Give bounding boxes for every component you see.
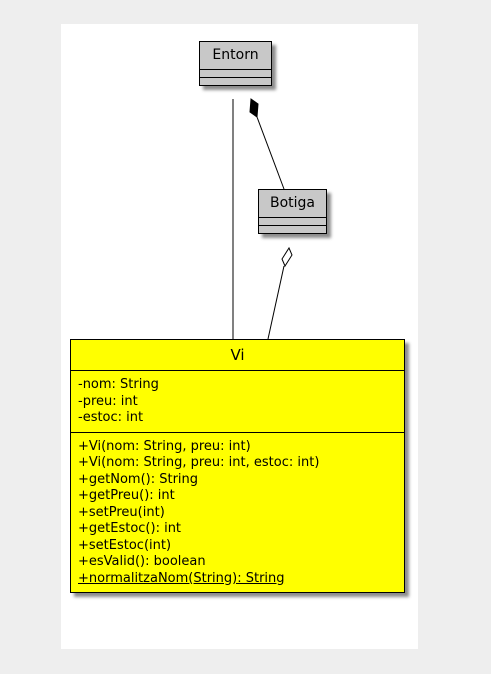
composition-entorn-botiga <box>256 116 285 190</box>
static-method-row: +normalitzaNom(String): String <box>78 570 285 586</box>
method-row: +setPreu(int) <box>78 504 165 520</box>
class-botiga[interactable]: Botiga <box>258 189 327 234</box>
attribute-row: -estoc: int <box>78 410 144 425</box>
method-row: +Vi(nom: String, preu: int) <box>78 438 251 454</box>
method-row: +getPreu(): int <box>78 488 175 503</box>
method-row: +getNom(): String <box>78 471 199 487</box>
class-vi[interactable]: Vi -nom: String -preu: int -estoc: int +… <box>70 339 405 593</box>
class-entorn-attributes <box>200 70 271 78</box>
class-entorn-methods <box>200 78 271 85</box>
aggregation-diamond <box>281 246 293 268</box>
method-row: +getEstoc(): int <box>78 521 182 536</box>
class-botiga-name: Botiga <box>259 190 326 218</box>
method-row: +setEstoc(int) <box>78 537 172 553</box>
method-row: +esValid(): boolean <box>78 554 206 569</box>
class-vi-attributes: -nom: String -preu: int -estoc: int <box>71 371 404 433</box>
method-row: +Vi(nom: String, preu: int, estoc: int) <box>78 455 320 470</box>
class-botiga-attributes <box>259 218 326 226</box>
class-entorn-name: Entorn <box>200 42 271 70</box>
attribute-row: -preu: int <box>78 393 138 409</box>
class-vi-methods: +Vi(nom: String, preu: int) +Vi(nom: Str… <box>71 433 404 593</box>
class-entorn[interactable]: Entorn <box>199 41 272 86</box>
aggregation-botiga-vi <box>267 265 285 340</box>
class-botiga-methods <box>259 226 326 233</box>
attribute-row: -nom: String <box>78 377 159 392</box>
class-vi-name: Vi <box>71 340 404 371</box>
composition-diamond <box>249 98 259 118</box>
